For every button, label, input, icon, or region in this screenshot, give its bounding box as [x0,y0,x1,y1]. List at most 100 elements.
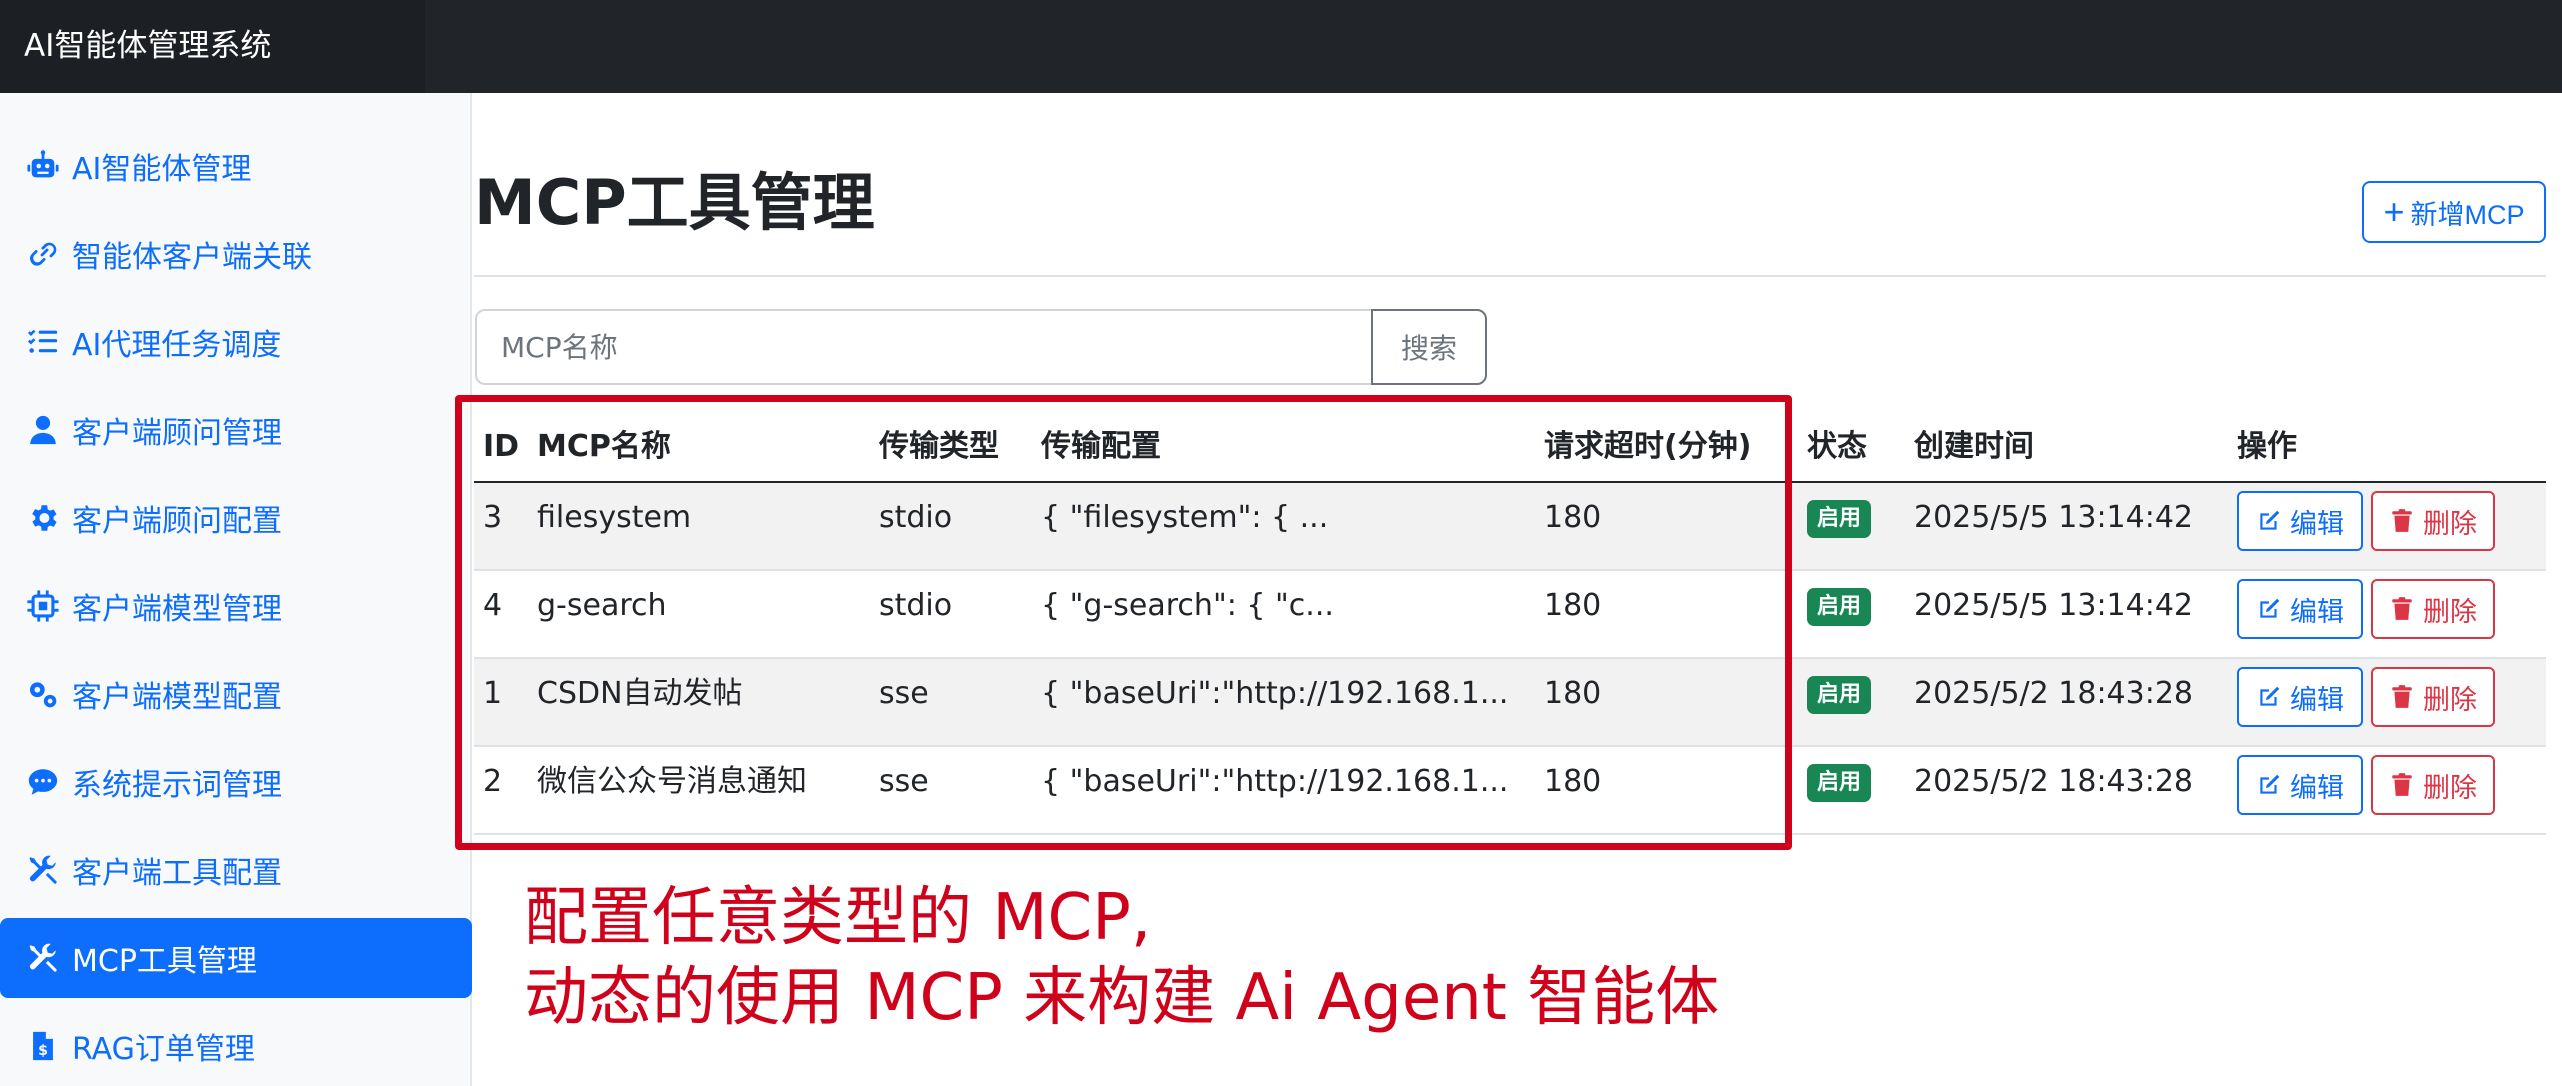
edit-icon [2260,510,2280,530]
sidebar-item-label: 客户端顾问管理 [72,416,282,451]
gear-icon [24,499,62,537]
sidebar-item-ai-agent[interactable]: AI智能体管理 [0,126,472,206]
delete-button-label: 删除 [2423,684,2477,715]
column-header-transport: 传输类型 [879,429,999,464]
table-row: 2 微信公众号消息通知 sse { "baseUri":"http://192.… [474,747,2546,835]
cell-timeout: 180 [1544,500,1602,535]
sidebar-item-rag-order[interactable]: $ RAG订单管理 [0,1006,472,1086]
sidebar-item-label: 客户端顾问配置 [72,504,282,539]
status-badge: 启用 [1807,588,1872,626]
cell-name: g-search [537,588,667,623]
cell-config: { "baseUri":"http://192.168.1... [1041,764,1509,799]
list-check-icon [24,323,62,361]
cell-transport: stdio [879,588,953,623]
cell-id: 2 [483,764,503,799]
sidebar-item-label: AI代理任务调度 [72,328,282,363]
plus-icon: + [2383,191,2405,232]
add-mcp-button-label: 新增MCP [2410,199,2525,230]
column-header-status: 状态 [1807,429,1867,464]
column-header-name: MCP名称 [537,429,671,464]
trash-icon [2392,685,2412,708]
status-badge: 启用 [1807,500,1872,538]
gears-icon [24,675,62,713]
search-input[interactable] [475,309,1373,385]
sidebar-item-model-config[interactable]: 客户端模型配置 [0,654,472,734]
delete-button[interactable]: 删除 [2371,579,2495,639]
cell-created: 2025/5/5 13:14:42 [1914,588,2194,623]
cell-timeout: 180 [1544,588,1602,623]
sidebar-item-system-prompt[interactable]: 系统提示词管理 [0,742,472,822]
edit-button-label: 编辑 [2290,772,2344,803]
cell-created: 2025/5/2 18:43:28 [1914,676,2194,711]
search-button[interactable]: 搜索 [1371,309,1487,385]
edit-button-label: 编辑 [2290,684,2344,715]
delete-button[interactable]: 删除 [2371,491,2495,551]
table-row: 4 g-search stdio { "g-search": { "c... 1… [474,571,2546,659]
edit-icon [2260,686,2280,706]
sidebar-item-client-tool-config[interactable]: 客户端工具配置 [0,830,472,910]
trash-icon [2392,597,2412,620]
cell-config: { "g-search": { "c... [1041,588,1334,623]
sidebar-item-label: 客户端模型管理 [72,592,282,627]
sidebar-item-model-management[interactable]: 客户端模型管理 [0,566,472,646]
column-header-timeout: 请求超时(分钟) [1544,429,1752,464]
cell-name: 微信公众号消息通知 [537,764,807,799]
edit-button[interactable]: 编辑 [2237,579,2363,639]
user-icon [24,411,62,449]
table-row: 3 filesystem stdio { "filesystem": { ...… [474,483,2546,571]
edit-icon [2260,774,2280,794]
comment-icon [24,763,62,801]
edit-button-label: 编辑 [2290,508,2344,539]
add-mcp-button[interactable]: + 新增MCP [2362,181,2546,243]
edit-button[interactable]: 编辑 [2237,667,2363,727]
cell-name: CSDN自动发帖 [537,676,743,711]
delete-button[interactable]: 删除 [2371,667,2495,727]
edit-icon [2260,598,2280,618]
sidebar-item-label: MCP工具管理 [72,944,257,979]
tools-icon [24,939,62,977]
page-title: MCP工具管理 [474,166,875,239]
edit-button[interactable]: 编辑 [2237,755,2363,815]
cell-id: 1 [483,676,503,711]
edit-button[interactable]: 编辑 [2237,491,2363,551]
trash-icon [2392,773,2412,796]
cell-config: { "baseUri":"http://192.168.1... [1041,676,1509,711]
sidebar-item-label: AI智能体管理 [72,152,252,187]
file-dollar-icon: $ [24,1027,62,1065]
sidebar-item-advisor-management[interactable]: 客户端顾问管理 [0,390,472,470]
sidebar-item-label: RAG订单管理 [72,1032,255,1067]
table-row: 1 CSDN自动发帖 sse { "baseUri":"http://192.1… [474,659,2546,747]
sidebar-item-agent-client-link[interactable]: 智能体客户端关联 [0,214,472,294]
header-divider [474,275,2546,277]
sidebar: AI智能体管理 智能体客户端关联 AI代理任务调度 客户端顾问管理 客户端顾问配… [0,93,472,1086]
cell-name: filesystem [537,500,692,535]
chip-icon [24,587,62,625]
annotation-text-line-1: 配置任意类型的 MCP, [524,881,1152,955]
link-icon [24,235,62,273]
sidebar-item-label: 客户端工具配置 [72,856,282,891]
sidebar-item-label: 智能体客户端关联 [72,240,312,275]
sidebar-item-task-schedule[interactable]: AI代理任务调度 [0,302,472,382]
sidebar-item-mcp-tool-management[interactable]: MCP工具管理 [0,918,472,998]
app-title[interactable]: AI智能体管理系统 [0,0,425,93]
cell-timeout: 180 [1544,676,1602,711]
delete-button-label: 删除 [2423,596,2477,627]
column-header-id: ID [483,429,520,464]
cell-transport: stdio [879,500,953,535]
delete-button-label: 删除 [2423,772,2477,803]
sidebar-item-label: 客户端模型配置 [72,680,282,715]
cell-transport: sse [879,676,929,711]
tools-icon [24,851,62,889]
column-header-config: 传输配置 [1041,429,1161,464]
cell-transport: sse [879,764,929,799]
edit-button-label: 编辑 [2290,596,2344,627]
sidebar-item-advisor-config[interactable]: 客户端顾问配置 [0,478,472,558]
cell-created: 2025/5/2 18:43:28 [1914,764,2194,799]
delete-button[interactable]: 删除 [2371,755,2495,815]
cell-config: { "filesystem": { ... [1041,500,1329,535]
column-header-created: 创建时间 [1914,429,2034,464]
table-header-divider [474,481,2546,483]
sidebar-item-label: 系统提示词管理 [72,768,282,803]
cell-id: 4 [483,588,503,623]
delete-button-label: 删除 [2423,508,2477,539]
